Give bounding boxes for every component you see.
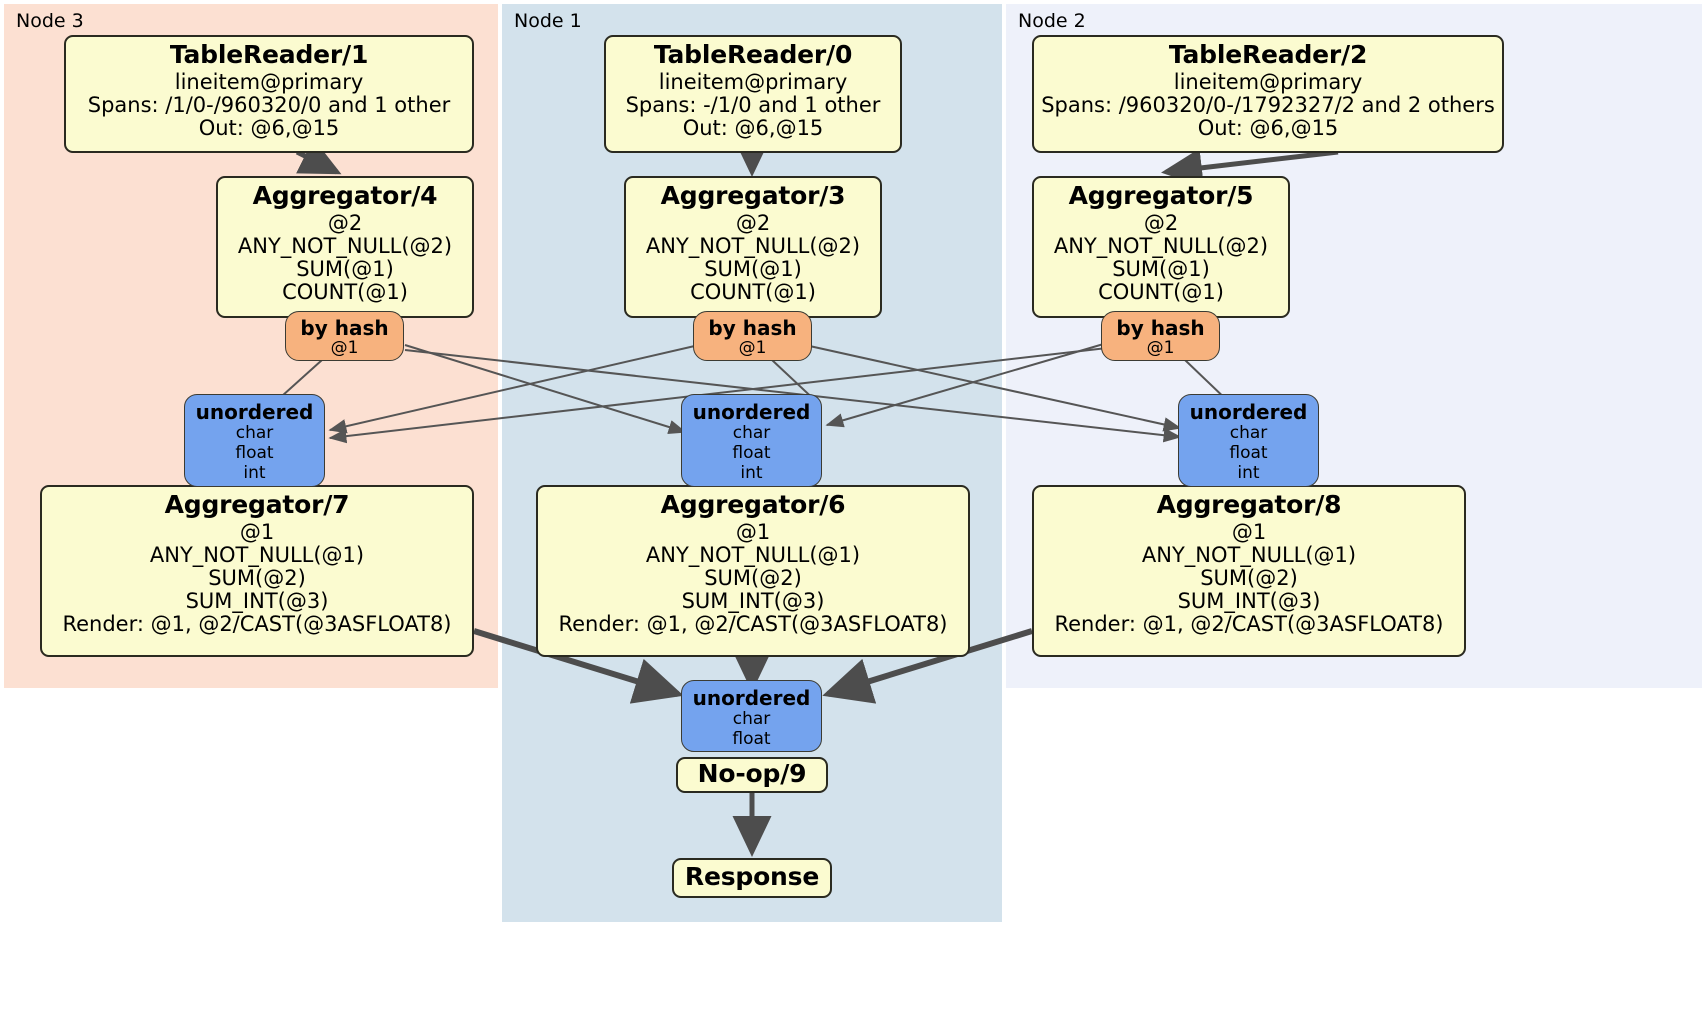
stream-title: unordered <box>692 400 811 424</box>
processor-line-agg2: SUM(@2) <box>1200 565 1298 590</box>
processor-line-agg2: SUM(@1) <box>1112 256 1210 281</box>
router-by-hash-node2[interactable]: by hash @1 <box>1101 311 1220 361</box>
processor-line-table: lineitem@primary <box>1173 69 1363 94</box>
processor-line-groupcols: @1 <box>239 519 275 544</box>
stream-type-float: float <box>732 442 771 463</box>
processor-title: Aggregator/5 <box>1068 181 1254 210</box>
processor-title: Aggregator/4 <box>252 181 438 210</box>
stream-type-int: int <box>1237 462 1260 483</box>
stream-type-char: char <box>1229 423 1268 444</box>
processor-line-groupcols: @1 <box>735 519 771 544</box>
processor-title: TableReader/2 <box>1168 40 1368 69</box>
router-title: by hash <box>1116 316 1205 340</box>
stream-type-int: int <box>243 462 266 483</box>
router-col: @1 <box>1146 338 1175 359</box>
stream-title: unordered <box>1189 400 1308 424</box>
stream-type-char: char <box>235 423 274 444</box>
processor-title: TableReader/1 <box>169 40 369 69</box>
processor-line-agg3: COUNT(@1) <box>282 279 408 304</box>
processor-line-render: Render: @1, @2/CAST(@3ASFLOAT8) <box>1054 611 1444 636</box>
processor-aggregator-6[interactable]: Aggregator/6 @1 ANY_NOT_NULL(@1) SUM(@2)… <box>536 485 970 657</box>
processor-line-groupcols: @1 <box>1231 519 1267 544</box>
processor-line-agg3: COUNT(@1) <box>1098 279 1224 304</box>
stream-unordered-final[interactable]: unordered char float <box>681 680 822 752</box>
processor-aggregator-3[interactable]: Aggregator/3 @2 ANY_NOT_NULL(@2) SUM(@1)… <box>624 176 882 318</box>
stream-type-float: float <box>235 442 274 463</box>
processor-aggregator-8[interactable]: Aggregator/8 @1 ANY_NOT_NULL(@1) SUM(@2)… <box>1032 485 1466 657</box>
processor-title: No-op/9 <box>697 759 807 789</box>
processor-tablereader-1[interactable]: TableReader/1 lineitem@primary Spans: /1… <box>64 35 474 153</box>
processor-title: Aggregator/6 <box>660 490 846 519</box>
stream-type-int: int <box>740 462 763 483</box>
processor-title: Aggregator/8 <box>1156 490 1342 519</box>
stream-unordered-node1[interactable]: unordered char float int <box>681 394 822 487</box>
processor-title: Aggregator/3 <box>660 181 846 210</box>
processor-aggregator-5[interactable]: Aggregator/5 @2 ANY_NOT_NULL(@2) SUM(@1)… <box>1032 176 1290 318</box>
processor-line-agg1: ANY_NOT_NULL(@2) <box>1053 233 1269 258</box>
processor-line-spans: Spans: /960320/0-/1792327/2 and 2 others <box>1041 92 1495 117</box>
stream-type-char: char <box>732 423 771 444</box>
processor-line-render: Render: @1, @2/CAST(@3ASFLOAT8) <box>62 611 452 636</box>
router-col: @1 <box>738 338 767 359</box>
processor-line-out: Out: @6,@15 <box>682 115 824 140</box>
processor-line-agg2: SUM(@2) <box>208 565 306 590</box>
processor-line-table: lineitem@primary <box>658 69 848 94</box>
router-title: by hash <box>708 316 797 340</box>
processor-line-spans: Spans: -/1/0 and 1 other <box>625 92 881 117</box>
stream-type-float: float <box>732 728 771 749</box>
processor-aggregator-7[interactable]: Aggregator/7 @1 ANY_NOT_NULL(@1) SUM(@2)… <box>40 485 474 657</box>
processor-line-groupcols: @2 <box>327 210 363 235</box>
stream-type-char: char <box>732 709 771 730</box>
node-label-node1: Node 1 <box>514 10 582 32</box>
stream-title: unordered <box>195 400 314 424</box>
processor-line-agg2: SUM(@2) <box>704 565 802 590</box>
node-label-node3: Node 3 <box>16 10 84 32</box>
router-by-hash-node1[interactable]: by hash @1 <box>693 311 812 361</box>
processor-line-agg3: SUM_INT(@3) <box>1177 588 1321 613</box>
processor-line-agg1: ANY_NOT_NULL(@1) <box>149 542 365 567</box>
processor-line-agg1: ANY_NOT_NULL(@1) <box>645 542 861 567</box>
processor-line-out: Out: @6,@15 <box>198 115 340 140</box>
processor-tablereader-2[interactable]: TableReader/2 lineitem@primary Spans: /9… <box>1032 35 1504 153</box>
processor-line-groupcols: @2 <box>735 210 771 235</box>
processor-line-agg2: SUM(@1) <box>704 256 802 281</box>
stream-unordered-node2[interactable]: unordered char float int <box>1178 394 1319 487</box>
processor-line-agg1: ANY_NOT_NULL(@2) <box>237 233 453 258</box>
processor-title: Aggregator/7 <box>164 490 350 519</box>
processor-aggregator-4[interactable]: Aggregator/4 @2 ANY_NOT_NULL(@2) SUM(@1)… <box>216 176 474 318</box>
processor-line-agg3: SUM_INT(@3) <box>185 588 329 613</box>
node-label-node2: Node 2 <box>1018 10 1086 32</box>
stream-unordered-node3[interactable]: unordered char float int <box>184 394 325 487</box>
processor-line-agg3: COUNT(@1) <box>690 279 816 304</box>
processor-line-agg1: ANY_NOT_NULL(@2) <box>645 233 861 258</box>
processor-line-agg1: ANY_NOT_NULL(@1) <box>1141 542 1357 567</box>
stream-type-float: float <box>1229 442 1268 463</box>
router-title: by hash <box>300 316 389 340</box>
processor-line-render: Render: @1, @2/CAST(@3ASFLOAT8) <box>558 611 948 636</box>
processor-title: TableReader/0 <box>653 40 853 69</box>
processor-response[interactable]: Response <box>672 858 832 898</box>
processor-line-agg3: SUM_INT(@3) <box>681 588 825 613</box>
processor-tablereader-0[interactable]: TableReader/0 lineitem@primary Spans: -/… <box>604 35 902 153</box>
processor-line-agg2: SUM(@1) <box>296 256 394 281</box>
processor-line-groupcols: @2 <box>1143 210 1179 235</box>
processor-line-table: lineitem@primary <box>174 69 364 94</box>
stream-title: unordered <box>692 686 811 710</box>
processor-line-spans: Spans: /1/0-/960320/0 and 1 other <box>87 92 451 117</box>
processor-line-out: Out: @6,@15 <box>1197 115 1339 140</box>
router-col: @1 <box>330 338 359 359</box>
processor-no-op-9[interactable]: No-op/9 <box>676 757 828 793</box>
processor-title: Response <box>684 862 820 892</box>
router-by-hash-node3[interactable]: by hash @1 <box>285 311 404 361</box>
